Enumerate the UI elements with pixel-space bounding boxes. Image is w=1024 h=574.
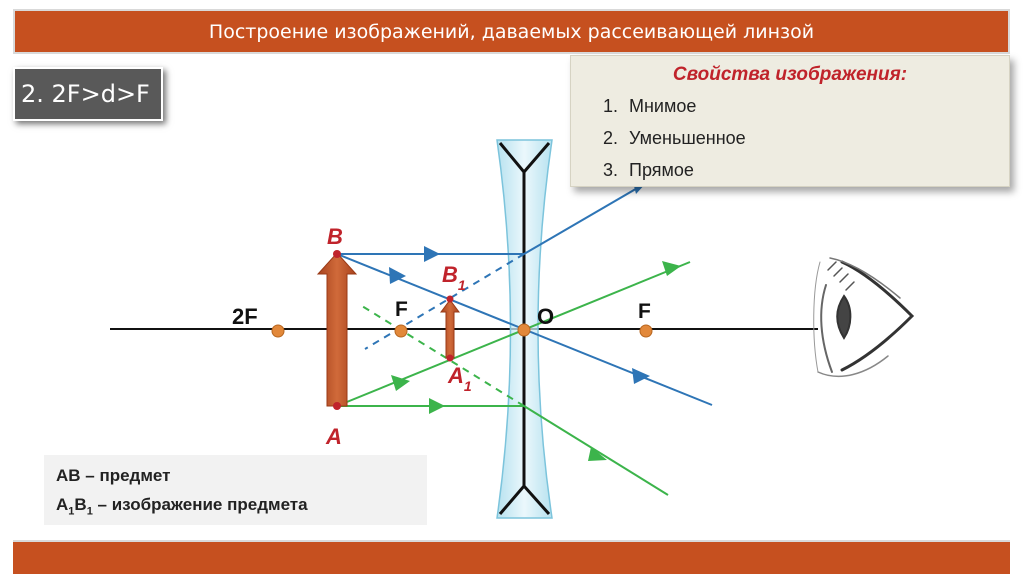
arrowhead-green <box>429 398 445 414</box>
label-a: A <box>325 424 342 449</box>
point-a <box>333 402 341 410</box>
property-item: Уменьшенное <box>623 122 995 154</box>
arrowhead-green <box>662 261 681 276</box>
label-b1: B1 <box>442 262 466 293</box>
point-2f <box>271 324 285 338</box>
label-f-right: F <box>638 300 651 323</box>
arrowhead-blue <box>389 267 406 284</box>
point-b1 <box>446 295 454 303</box>
lens-bottom-symbol <box>498 483 551 515</box>
point-a1 <box>446 354 454 362</box>
legend-image-line: A1B1 – изображение предмета <box>56 495 308 518</box>
properties-list: Мнимое Уменьшенное Прямое <box>585 90 995 186</box>
point-f-right <box>639 324 653 338</box>
property-item: Мнимое <box>623 90 995 122</box>
ray-virtual-extension-blue <box>364 253 525 350</box>
image-properties-box: Свойства изображения: Мнимое Уменьшенное… <box>570 55 1010 187</box>
ray-virtual-extension-green <box>361 305 525 407</box>
object-arrow <box>316 252 358 407</box>
properties-title: Свойства изображения: <box>672 64 908 85</box>
arrowhead-green <box>391 375 410 391</box>
label-a1: A1 <box>447 363 472 394</box>
slide-title: Построение изображений, даваемых рассеив… <box>208 20 815 43</box>
label-2f: 2F <box>232 304 258 329</box>
point-f-left <box>394 324 408 338</box>
point-optical-center <box>517 323 531 337</box>
label-o: O <box>537 304 554 329</box>
image-arrow <box>440 299 460 359</box>
eye-icon <box>813 257 915 378</box>
ray-refracted-blue <box>523 182 647 255</box>
footer-bar <box>13 540 1010 574</box>
arrowhead-blue <box>424 246 440 262</box>
case-label: 2. 2F>d>F <box>21 80 150 108</box>
point-b <box>333 250 341 258</box>
legend-object-line: AB – предмет <box>56 466 171 485</box>
ray-refracted-green <box>523 405 669 496</box>
arrowhead-green <box>588 447 607 461</box>
label-f-left: F <box>395 298 408 321</box>
lens-top-symbol <box>498 142 551 175</box>
slide-title-bar: Построение изображений, даваемых рассеив… <box>13 9 1010 54</box>
arrowhead-blue <box>632 368 650 384</box>
label-b: B <box>327 224 343 249</box>
property-item: Прямое <box>623 154 995 186</box>
case-badge: 2. 2F>d>F <box>13 67 163 121</box>
legend-box: AB – предмет A1B1 – изображение предмета <box>44 455 427 525</box>
